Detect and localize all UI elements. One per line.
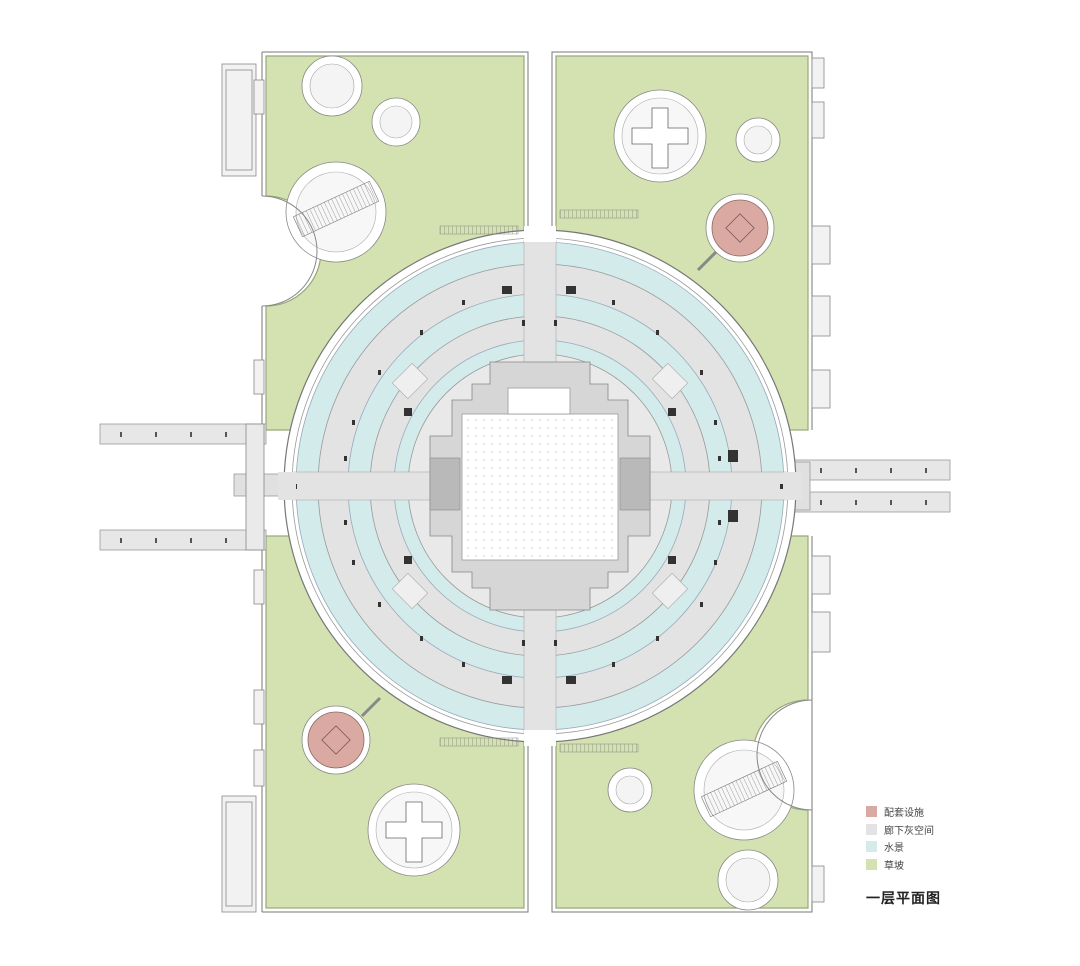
edge-blocks (221, 57, 831, 913)
main-circle (278, 209, 802, 753)
legend-label: 草坡 (884, 860, 904, 872)
pavilions (285, 55, 795, 911)
legend-item-grass: 草坡 (866, 856, 934, 874)
seating (294, 286, 783, 684)
legend-label: 配套设施 (884, 808, 924, 820)
legend-label: 廊下灰空间 (884, 825, 934, 837)
legend-label: 水景 (884, 843, 904, 855)
legend-item-water: 水景 (866, 838, 934, 856)
west-bridge-bottom (99, 529, 267, 551)
legend-item-grey-space: 廊下灰空间 (866, 821, 934, 839)
legend: 配套设施 廊下灰空间 水景 草坡 (866, 803, 934, 873)
legend-item-facility: 配套设施 (866, 803, 934, 821)
west-bridge-top (99, 423, 267, 445)
plan-title: 一层平面图 (866, 891, 941, 907)
legend-swatch-facility (866, 806, 877, 818)
legend-swatch-water (866, 841, 877, 853)
legend-swatch-grass (866, 858, 877, 870)
legend-swatch-grey-space (866, 823, 877, 835)
